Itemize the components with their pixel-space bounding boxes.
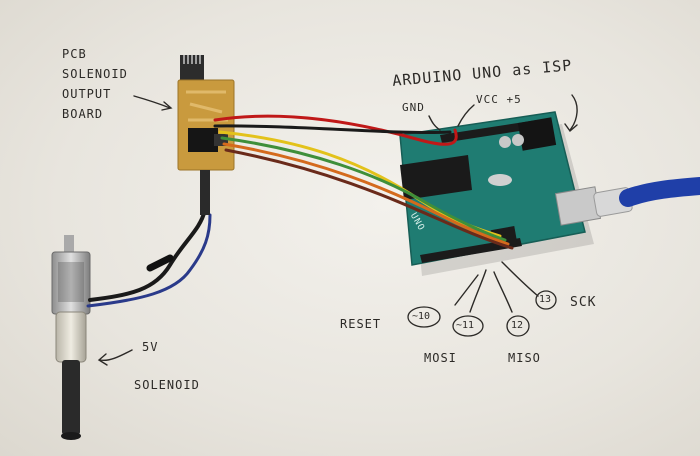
arrow-vcc	[457, 104, 475, 127]
pin-sck-number: 13	[539, 294, 552, 305]
gnd-label: GND	[402, 101, 425, 114]
arrow-sck	[501, 261, 539, 297]
heat-shrink	[146, 254, 174, 272]
solenoid-label-line-1: 5V	[142, 340, 159, 354]
solenoid-plunger-collar	[55, 311, 87, 363]
arduino-power-jack	[517, 117, 557, 151]
arduino-uno	[399, 111, 602, 276]
arduino-pcb	[399, 111, 586, 266]
solenoid-plunger	[62, 360, 80, 435]
arduino-crystal	[488, 174, 512, 186]
reset-label: RESET	[340, 317, 382, 331]
arrow-pcb	[133, 95, 171, 109]
hand-arrows	[97, 94, 578, 366]
wire-brown	[224, 148, 514, 250]
circle-pin-mosi	[452, 315, 484, 337]
arduino-usb-port	[554, 186, 602, 226]
pcb-output-connector	[200, 170, 210, 215]
arrow-solenoid	[99, 349, 133, 362]
pcb-label: PCB SOLENOID OUTPUT BOARD	[62, 44, 128, 124]
solenoid	[51, 235, 91, 440]
arrow-miso	[493, 271, 513, 313]
solenoid-wires	[86, 208, 212, 308]
mosi-label: MOSI	[424, 351, 457, 365]
pcb-label-line-4: BOARD	[62, 107, 104, 121]
arrow-gnd	[428, 115, 441, 131]
circle-pin-miso	[506, 315, 530, 337]
pcb-mosfet	[188, 128, 218, 152]
wire-black	[213, 124, 452, 135]
pcb-solenoid-board	[177, 55, 235, 215]
solenoid-plunger-tip	[61, 432, 81, 440]
arrow-mosi	[469, 269, 487, 313]
solenoid-coil-window	[58, 262, 84, 302]
usb-cable	[593, 177, 700, 217]
solenoid-label-line-2: SOLENOID	[134, 378, 200, 392]
pcb-label-line-1: PCB	[62, 47, 87, 61]
pcb-label-line-2: SOLENOID	[62, 67, 128, 81]
miso-label: MISO	[508, 351, 541, 365]
vcc-label: VCC +5	[476, 93, 522, 106]
circle-pin-reset	[407, 306, 441, 328]
pin-reset-number: ~10	[412, 311, 431, 322]
sck-label: SCK	[570, 295, 597, 310]
solenoid-label: 5V SOLENOID	[134, 328, 200, 404]
pin-circles	[407, 290, 557, 337]
pin-mosi-number: ~11	[456, 320, 475, 331]
arrow-reset	[454, 274, 479, 306]
wire-orange	[222, 142, 510, 246]
arrow-arduino	[569, 94, 578, 131]
wire-green	[220, 136, 507, 242]
pcb-label-line-3: OUTPUT	[62, 87, 112, 101]
usb-cable-wire	[619, 177, 700, 207]
pin-miso-number: 12	[511, 320, 524, 331]
jumper-wires	[213, 114, 514, 250]
solenoid-top-rod	[64, 235, 74, 255]
circle-pin-sck	[535, 290, 557, 310]
atmega-chip	[400, 155, 472, 200]
